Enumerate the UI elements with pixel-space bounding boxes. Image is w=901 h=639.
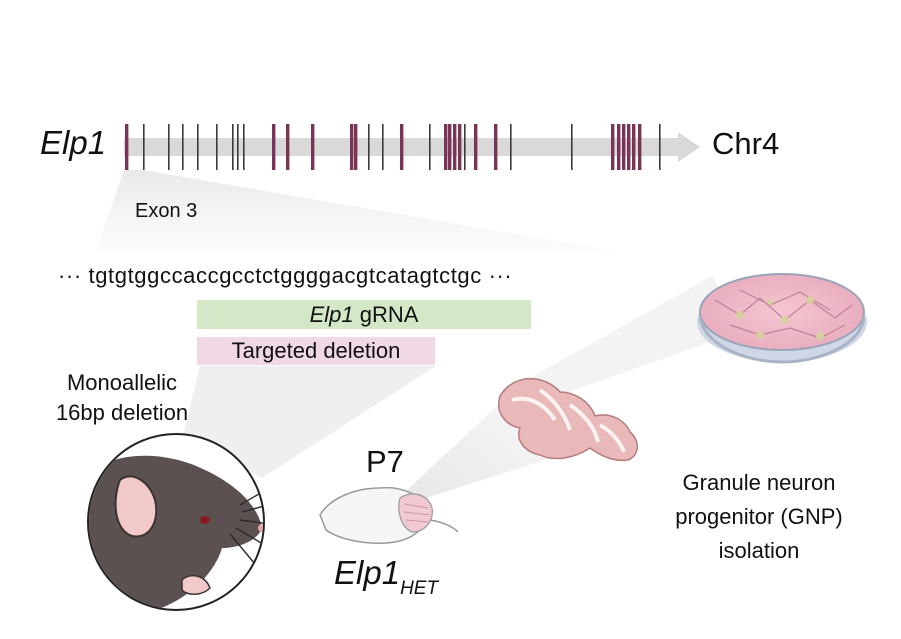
exon-mark: [611, 124, 615, 170]
gnp-isolation-note: Granule neuron progenitor (GNP) isolatio…: [646, 466, 872, 568]
petri-dish: [697, 273, 867, 364]
grna-suffix: gRNA: [353, 302, 419, 327]
exon-mark: [474, 124, 478, 170]
gene-arrow-head: [678, 132, 700, 162]
gnp-note-line2: progenitor (GNP): [675, 504, 843, 529]
dish-zoom-beam: [530, 276, 745, 395]
exon-mark: [632, 124, 636, 170]
exon-mark: [286, 124, 290, 170]
exon-mark: [125, 124, 129, 170]
age-label: P7: [366, 444, 404, 479]
intron-boundary-mark: [143, 124, 145, 170]
intron-boundary-mark: [243, 124, 245, 170]
exon-mark: [400, 124, 404, 170]
mouse-illustration: [87, 433, 265, 611]
intron-boundary-mark: [237, 124, 239, 170]
exon-mark: [638, 124, 642, 170]
deletion-note-line2: 16bp deletion: [55, 400, 189, 425]
deletion-note-line1: Monoallelic: [66, 370, 178, 395]
genotype-base: Elp1: [334, 554, 401, 591]
exon-mark: [272, 124, 276, 170]
exon-mark: [444, 124, 448, 170]
intron-boundary-mark: [232, 124, 234, 170]
deletion-note: Monoallelic 16bp deletion: [32, 368, 212, 428]
intron-boundary-mark: [168, 124, 170, 170]
gene-track: [124, 124, 700, 170]
intron-boundary-mark: [659, 124, 661, 170]
intron-boundary-mark: [182, 124, 184, 170]
exon-mark: [350, 124, 354, 170]
exon-mark: [494, 124, 498, 170]
intron-boundary-mark: [197, 124, 199, 170]
exon-mark: [354, 124, 358, 170]
cerebellum-slice: [498, 377, 638, 462]
exon-marks: [125, 124, 661, 170]
intron-boundary-mark: [429, 124, 431, 170]
intron-boundary-mark: [216, 124, 218, 170]
intron-boundary-mark: [510, 124, 512, 170]
genotype-subscript: HET: [400, 578, 439, 599]
intron-boundary-mark: [382, 124, 384, 170]
grna-gene-name: Elp1: [309, 302, 354, 327]
exon-mark: [311, 124, 315, 170]
deletion-zoom-beam: [182, 366, 436, 478]
gnp-note-line1: Granule neuron: [682, 470, 836, 495]
exon-mark: [453, 124, 457, 170]
exon-mark: [458, 124, 462, 170]
exon-mark: [622, 124, 626, 170]
gnp-note-line3: isolation: [718, 538, 800, 563]
exon-label: Exon 3: [135, 200, 198, 222]
genotype-label: Elp1HET: [334, 554, 438, 600]
exon-mark: [448, 124, 452, 170]
targeted-deletion-bar: Targeted deletion: [197, 337, 435, 365]
chromosome-label: Chr4: [712, 126, 780, 161]
intron-boundary-mark: [571, 124, 573, 170]
p7-brain: [319, 486, 459, 545]
grna-bar: Elp1 gRNA: [197, 300, 531, 329]
exon-mark: [627, 124, 631, 170]
intron-boundary-mark: [464, 124, 466, 170]
gene-name-label: Elp1: [40, 124, 107, 161]
intron-boundary-mark: [368, 124, 370, 170]
exon-zoom-wedge: [96, 170, 620, 252]
dna-sequence: ··· tgtgtggccaccgcctctggggacgtcatagtctgc…: [58, 263, 513, 288]
exon-mark: [617, 124, 621, 170]
